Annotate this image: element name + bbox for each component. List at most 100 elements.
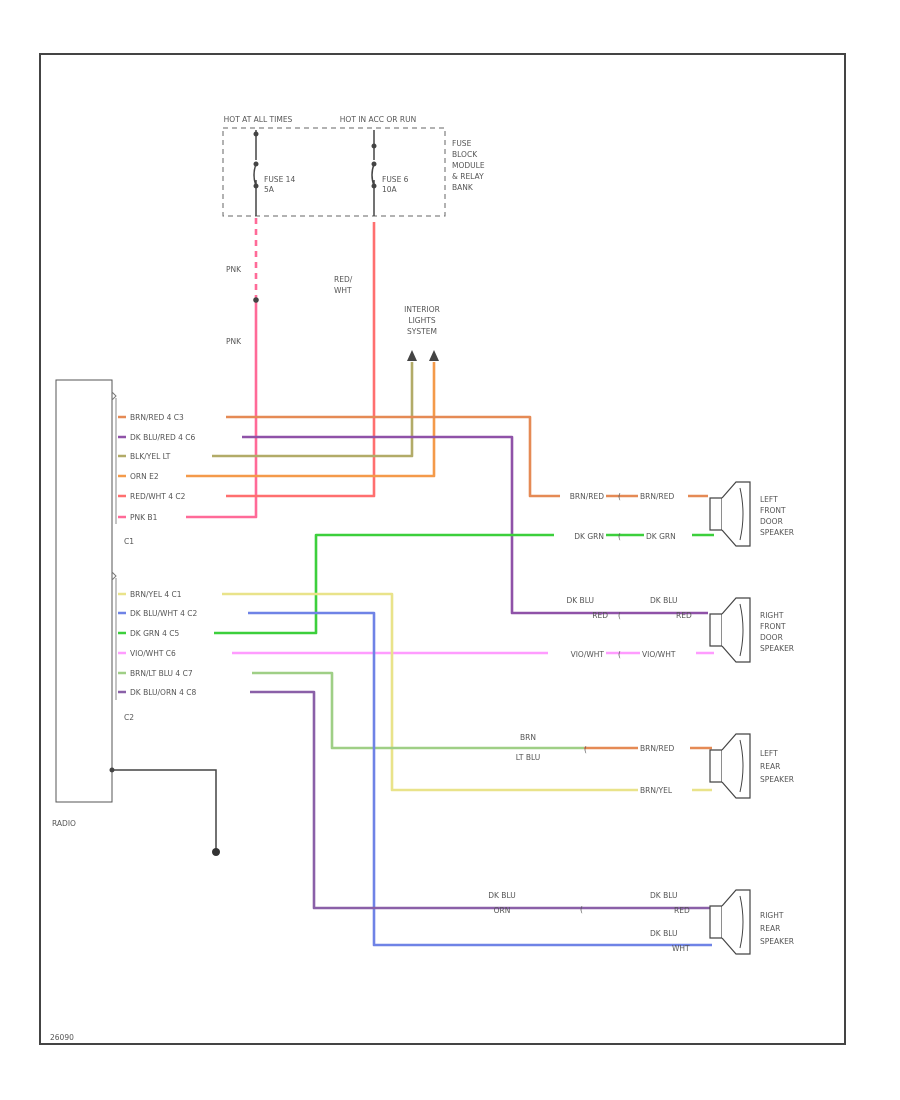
rr-wire-a-in-1: DK BLU — [488, 891, 516, 900]
speaker-lf-label-1: LEFT — [760, 495, 778, 504]
rf-wire-a-out-1: DK BLU — [650, 596, 678, 605]
rr-wire-b-out-1: DK BLU — [650, 929, 678, 938]
c2-pin-5: BRN/LT BLU 4 C7 — [130, 669, 193, 678]
wire-dk-blu-orn — [118, 690, 712, 910]
c1-wires — [118, 218, 708, 615]
c1-pin-6: PNK B1 — [130, 513, 158, 522]
c1-pin-labels: BRN/RED 4 C3 DK BLU/RED 4 C6 BLK/YEL LT … — [126, 411, 242, 522]
lf-wire-b-out: DK GRN — [646, 532, 676, 541]
rr-wire-a-in-2: ORN — [494, 906, 511, 915]
c2-pin-1: BRN/YEL 4 C1 — [130, 590, 182, 599]
fuse-14-label: FUSE 14 — [264, 175, 295, 184]
speaker-rr-label-3: SPEAKER — [760, 937, 794, 946]
rf-wire-b-out: VIO/WHT — [642, 650, 676, 659]
wire-dk-blu-red — [118, 435, 708, 615]
rf-wire-b-in: VIO/WHT — [571, 650, 605, 659]
rf-wire-a-in-1: DK BLU — [566, 596, 594, 605]
radio: RADIO C1 C2 BRN/RED 4 C3 DK BLU/RED 4 C6… — [52, 379, 252, 856]
speaker-right-front: RIGHT FRONT DOOR SPEAKER — [709, 597, 794, 663]
wire-brn-lt-blu — [118, 671, 584, 750]
interior-lights-label-3: SYSTEM — [407, 327, 437, 336]
speaker-left-rear: LEFT REAR SPEAKER — [709, 733, 794, 799]
speaker-lr-label-1: LEFT — [760, 749, 778, 758]
speaker-rf-label-4: SPEAKER — [760, 644, 794, 653]
radio-ground — [109, 767, 220, 856]
c1-pin-2: DK BLU/RED 4 C6 — [130, 433, 196, 442]
c2-pin-3: DK GRN 4 C5 — [130, 629, 179, 638]
wire-orn — [118, 362, 436, 478]
interior-lights-arrow-2 — [429, 350, 439, 361]
connector-c2-label: C2 — [124, 713, 134, 722]
speaker-lr-label-2: REAR — [760, 762, 780, 771]
connector-c1-label: C1 — [124, 537, 134, 546]
lr-wire-a-in-1: BRN — [520, 733, 536, 742]
connector-c2: C2 — [111, 571, 134, 722]
wire-blk-yel — [118, 362, 414, 458]
wire-dk-blu-wht — [118, 611, 712, 947]
interior-lights-arrow-1 — [407, 350, 417, 361]
c1-pin-4: ORN E2 — [130, 472, 159, 481]
speaker-lf-label-3: DOOR — [760, 517, 783, 526]
fuse-block-label-5: BANK — [452, 183, 474, 192]
lf-wire-a-in: BRN/RED — [570, 492, 604, 501]
speaker-rr-label-2: REAR — [760, 924, 780, 933]
fuse-6-rating: 10A — [382, 185, 398, 194]
interior-lights-system: INTERIOR LIGHTS SYSTEM — [404, 305, 440, 361]
fuse-block-label-4: & RELAY — [452, 172, 484, 181]
rf-connector-a: ( — [618, 611, 621, 620]
speaker-lf-label-4: SPEAKER — [760, 528, 794, 537]
wire-label-pnk-lower: PNK — [226, 337, 242, 346]
rf-connector-b: ( — [618, 650, 621, 659]
rr-wire-a-out-2: RED — [674, 906, 690, 915]
wire-dk-grn — [118, 533, 714, 635]
fuse-block-label-3: MODULE — [452, 161, 485, 170]
fuse-block-label-2: BLOCK — [452, 150, 478, 159]
fuse-6: FUSE 6 10A — [371, 130, 409, 216]
interior-lights-label-1: INTERIOR — [404, 305, 440, 314]
fuse-block-label-1: FUSE — [452, 139, 472, 148]
lf-connector-a: ( — [618, 492, 621, 501]
figure-id: 26090 — [50, 1033, 74, 1042]
speaker-right-rear: RIGHT REAR SPEAKER — [709, 889, 794, 955]
wire-pnk — [118, 300, 258, 519]
speaker-rf-label-1: RIGHT — [760, 611, 784, 620]
wire-brn-yel — [118, 592, 712, 792]
c2-pin-labels: BRN/YEL 4 C1 DK BLU/WHT 4 C2 DK GRN 4 C5… — [126, 588, 252, 697]
speaker-wire-labels: BRN/RED ( BRN/RED DK GRN ( DK GRN DK BLU… — [488, 490, 696, 953]
fuse-14: FUSE 14 5A — [253, 130, 295, 216]
c1-pin-3: BLK/YEL LT — [130, 452, 171, 461]
speaker-rr-label-1: RIGHT — [760, 911, 784, 920]
wire-brn-red — [118, 415, 708, 498]
hot-at-all-times-label: HOT AT ALL TIMES — [224, 115, 293, 124]
fuse-14-rating: 5A — [264, 185, 275, 194]
rf-wire-a-out-2: RED — [676, 611, 692, 620]
rr-connector-a: ( — [580, 905, 583, 914]
c2-pin-2: DK BLU/WHT 4 C2 — [130, 609, 197, 618]
speaker-rf-label-2: FRONT — [760, 622, 786, 631]
lr-wire-b-out: BRN/YEL — [640, 786, 673, 795]
wire-label-red-wht-2: WHT — [334, 286, 352, 295]
pnk-splice — [253, 297, 259, 303]
connector-c1: C1 — [111, 391, 134, 546]
fuse-block: HOT AT ALL TIMES HOT IN ACC OR RUN FUSE … — [222, 115, 485, 217]
rf-wire-a-in-2: RED — [592, 611, 608, 620]
wire-label-pnk-upper: PNK — [226, 265, 242, 274]
diagram-frame — [39, 53, 846, 1045]
speaker-rf-label-3: DOOR — [760, 633, 783, 642]
c2-pin-4: VIO/WHT C6 — [130, 649, 176, 658]
radio-body — [55, 379, 113, 803]
lr-connector-a: ( — [584, 745, 587, 754]
rr-wire-b-out-2: WHT — [672, 944, 690, 953]
c1-pin-5: RED/WHT 4 C2 — [130, 492, 186, 501]
lf-wire-a-out: BRN/RED — [640, 492, 674, 501]
speaker-lf-label-2: FRONT — [760, 506, 786, 515]
rr-wire-a-out-1: DK BLU — [650, 891, 678, 900]
fuse-block-outline — [222, 127, 446, 217]
lf-connector-b: ( — [618, 532, 621, 541]
speaker-lr-label-3: SPEAKER — [760, 775, 794, 784]
fuse-6-label: FUSE 6 — [382, 175, 409, 184]
radio-label: RADIO — [52, 819, 76, 828]
lr-wire-a-in-2: LT BLU — [516, 753, 541, 762]
interior-lights-label-2: LIGHTS — [408, 316, 435, 325]
